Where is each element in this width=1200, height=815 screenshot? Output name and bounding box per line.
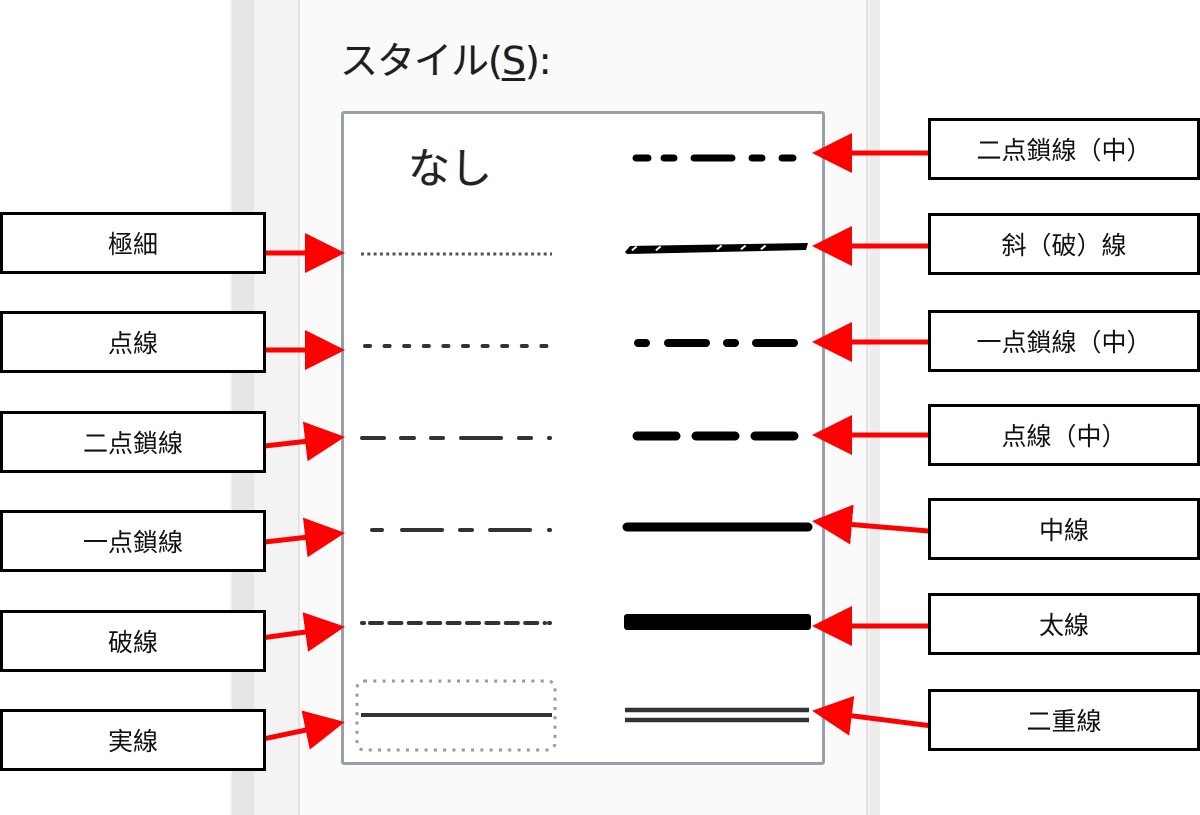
style-option-slant-dash-dot[interactable] — [625, 243, 808, 254]
label-slant-dash-dot: 斜（破）線 — [928, 213, 1200, 275]
label-medium: 中線 — [928, 498, 1200, 560]
accelerator-key: S — [501, 39, 526, 83]
label-double: 二重線 — [928, 689, 1200, 751]
style-label: スタイル(S): — [340, 39, 552, 83]
annotation-arrows — [238, 133, 941, 750]
style-option-none[interactable]: なし — [408, 144, 493, 193]
panel-edge-right — [870, 0, 880, 815]
label-dashed: 破線 — [0, 610, 266, 672]
label-dotted: 点線 — [0, 311, 266, 373]
style-option-double[interactable] — [625, 707, 809, 723]
label-extra-thin: 極細 — [0, 212, 266, 274]
label-dash-dot-dot: 二点鎖線 — [0, 411, 266, 473]
label-medium-dash-dot: 一点鎖線（中） — [928, 310, 1200, 372]
label-dash-dot: 一点鎖線 — [0, 510, 266, 572]
label-medium-dash-dot-dot: 二点鎖線（中） — [928, 118, 1200, 180]
label-thick: 太線 — [928, 593, 1200, 655]
arrow-double — [812, 695, 941, 736]
label-solid: 実線 — [0, 709, 266, 771]
arrow-medium — [812, 504, 941, 545]
style-option-solid[interactable] — [355, 679, 557, 752]
label-medium-dashed: 点線（中） — [928, 404, 1200, 466]
style-option-thick[interactable] — [624, 614, 811, 630]
